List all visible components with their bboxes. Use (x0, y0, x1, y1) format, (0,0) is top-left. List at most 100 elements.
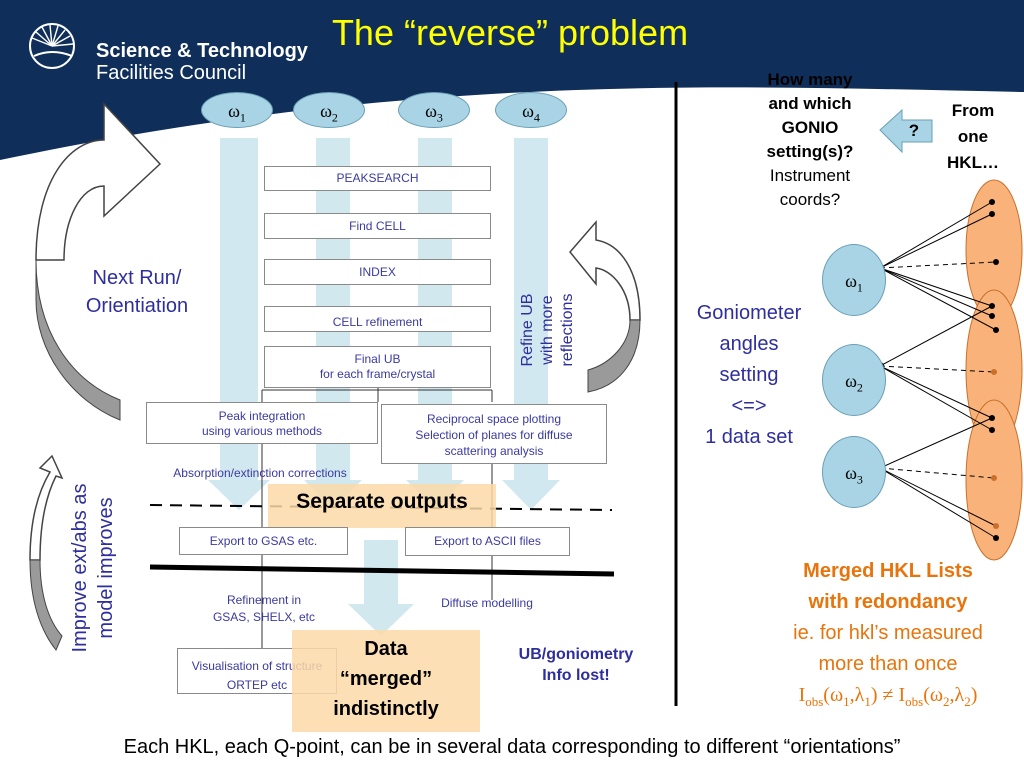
omega-subscript: 2 (331, 110, 338, 125)
peak-int-line1: Peak integration (218, 409, 306, 423)
omega-symbol: ω (845, 371, 857, 391)
question-mark: ? (908, 121, 920, 140)
refine-ub-line1: Refine UB (519, 293, 536, 367)
logo-starburst-icon (29, 23, 75, 69)
improve-text: Improve ext/abs as model improves (67, 443, 123, 693)
formula-obs1: obs (805, 694, 824, 709)
omega-subscript: 1 (856, 280, 863, 295)
data-merged-box (292, 630, 480, 732)
refinement-line1: Refinement in (226, 593, 302, 607)
intensity-formula: Iobs(ω1,λ1) ≠ Iobs(ω2,λ2) (752, 680, 1024, 717)
data-merged-line2: “merged” (339, 668, 433, 690)
refine-ub-text: Refine UB with more reflections (518, 260, 578, 400)
formula-w1: 1 (843, 694, 850, 709)
omega-subscript: 3 (856, 472, 863, 487)
omega-1-side: ω1 (822, 244, 886, 316)
refine-ub-line3: reflections (559, 293, 576, 367)
gonio-line1: Goniometer (696, 302, 802, 324)
improve-line2: model improves (95, 497, 117, 639)
formula-c2: ,λ (949, 684, 965, 706)
page-title: The “reverse” problem (331, 12, 689, 53)
omega-1-top: ω1 (201, 92, 273, 128)
question-line1: How many (767, 70, 853, 89)
omega-subscript: 3 (436, 110, 443, 125)
recip-line2: Selection of planes for diffuse (415, 428, 573, 442)
separate-outputs-label: Separate outputs (296, 490, 468, 513)
omega-symbol: ω (845, 271, 857, 291)
data-merged-line1: Data (364, 638, 408, 660)
separate-outputs-box (268, 484, 496, 528)
formula-neq: ≠ (877, 684, 899, 706)
omega-symbol: ω (320, 101, 332, 121)
peaksearch-box: PEAKSEARCH (264, 166, 491, 191)
from-line2: one (957, 127, 989, 146)
find-cell-box: Find CELL (264, 213, 491, 239)
visual-line1: Visualisation of structure (191, 659, 323, 673)
merged-line3: ie. for hkl’s measured (793, 622, 983, 644)
omega-symbol: ω (425, 101, 437, 121)
omega-subscript: 1 (239, 110, 246, 125)
question-line3: GONIO (781, 118, 839, 137)
peak-int-line2: using various methods (201, 424, 323, 438)
refine-ub-curved-arrow (569, 219, 641, 393)
omega-symbol: ω (845, 463, 857, 483)
flow-connectors (261, 388, 493, 650)
omega-4-top: ω4 (495, 92, 567, 128)
logo-line2: Facilities Council (96, 62, 247, 84)
question-line4: setting(s)? (766, 142, 854, 161)
omega-2-side: ω2 (822, 344, 886, 416)
omega-subscript: 2 (856, 380, 863, 395)
formula-close2: ) (970, 684, 978, 706)
refinement-text: Refinement in GSAS, SHELX, etc (180, 592, 348, 626)
gonio-question: How many and which GONIO setting(s)? Ins… (748, 68, 872, 212)
logo-text: Science & Technology Facilities Council (96, 40, 308, 84)
recip-line1: Reciprocal space plotting (426, 412, 562, 426)
omega-2-top: ω2 (293, 92, 365, 128)
omega-3-top: ω3 (398, 92, 470, 128)
ub-lost-line1: UB/goniometry (518, 646, 634, 663)
formula-l1: 1 (864, 694, 871, 709)
diffuse-text: Diffuse modelling (441, 596, 533, 610)
merged-hkl-text: Merged HKL Lists with redondancy ie. for… (752, 556, 1024, 717)
export-ascii-box: Export to ASCII files (405, 527, 570, 556)
cell-refinement-box: CELL refinement (264, 306, 491, 332)
formula-i1: I (798, 684, 806, 706)
reciprocal-space-box: Reciprocal space plotting Selection of p… (381, 404, 607, 464)
from-line3: HKL… (947, 153, 999, 172)
header-banner (0, 0, 1024, 160)
gonio-line5: 1 data set (705, 426, 793, 448)
final-ub-line2: for each frame/crystal (319, 367, 436, 381)
formula-w2: 2 (943, 694, 950, 709)
final-ub-box: Final UB for each frame/crystal (264, 346, 491, 388)
from-one-hkl-text: From one HKL… (928, 98, 1018, 176)
gonio-line2: angles (719, 333, 779, 355)
data-merged-label: Data “merged” indistinctly (292, 634, 480, 724)
next-run-text: Next Run/ Orientiation (62, 264, 212, 320)
logo-line1: Science & Technology (96, 40, 308, 62)
question-line6: coords? (779, 190, 841, 209)
next-run-line1: Next Run/ (92, 267, 182, 289)
formula-c1: ,λ (849, 684, 865, 706)
merge-thick-line (149, 564, 615, 577)
formula-l2: 2 (964, 694, 971, 709)
formula-open2: (ω (923, 684, 944, 706)
question-line5: Instrument (769, 166, 851, 185)
from-line1: From (951, 101, 995, 120)
merged-line2: with redondancy (808, 591, 968, 613)
next-run-line2: Orientiation (85, 295, 189, 317)
hkl-connection-lines (879, 201, 997, 539)
question-line2: and which (768, 94, 852, 113)
question-arrow (879, 108, 933, 154)
next-run-curved-arrow (35, 102, 162, 421)
merged-line1: Merged HKL Lists (803, 560, 973, 582)
omega-subscript: 4 (533, 110, 540, 125)
index-box: INDEX (264, 259, 491, 285)
data-merged-line3: indistinctly (333, 698, 439, 720)
goniometer-text: Goniometer angles setting <=> 1 data set (676, 298, 822, 453)
export-gsas-box: Export to GSAS etc. (179, 527, 348, 555)
omega-symbol: ω (522, 101, 534, 121)
footer-caption: Each HKL, each Q-point, can be in severa… (123, 736, 901, 758)
visual-line2: ORTEP etc (226, 678, 288, 692)
improve-curved-arrow (29, 454, 64, 651)
refine-ub-line2: with more (539, 295, 556, 365)
